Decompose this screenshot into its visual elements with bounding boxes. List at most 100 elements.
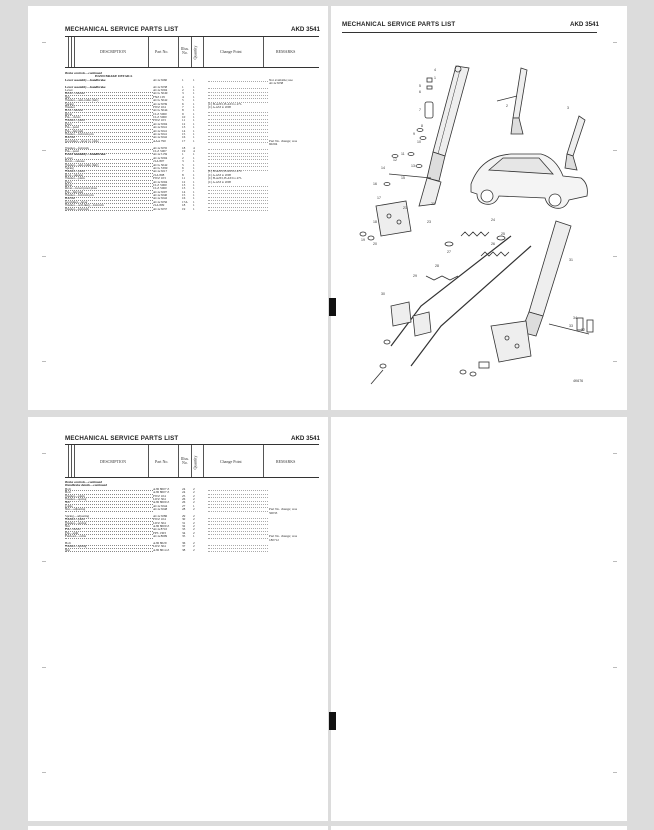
- cell-remarks: 50033: [269, 510, 278, 515]
- cell-desc: Washer—spring: [65, 544, 87, 549]
- cell-desc: Spring—adjusting: [65, 513, 90, 518]
- leader-dots: [65, 197, 153, 202]
- leader-dots: [208, 208, 268, 212]
- cell-illus: 8: [182, 108, 184, 113]
- col-divider: [68, 445, 69, 477]
- cell-desc: Rivet—bevel pawl plate: [65, 186, 98, 191]
- leader-dots: [208, 191, 268, 195]
- leader-dots: [65, 501, 153, 505]
- cell-illus: 15: [182, 132, 186, 137]
- callout-number: 10: [417, 140, 421, 144]
- col-divider: [263, 37, 264, 67]
- cell-qty: 2: [193, 496, 195, 501]
- cell-part: ACG 5042: [153, 98, 168, 103]
- cell-part: ACA 5004: [153, 87, 168, 92]
- cell-desc: Knob—release: [65, 91, 85, 96]
- cell-remarks: Not available; use: [269, 77, 293, 82]
- cell-qty: 1: [193, 196, 195, 201]
- leader-dots: [208, 99, 268, 103]
- leader-dots: [65, 495, 153, 499]
- cell-qty: 1: [193, 94, 195, 99]
- cell-change: (C) H-A2S3, H-AS3 to 475-: [208, 101, 243, 106]
- margin-tick: [42, 361, 46, 362]
- cell-qty: 1: [193, 179, 195, 184]
- callout-number: 7: [419, 108, 421, 112]
- cell-desc: Washer—fulcrum pin: [65, 132, 94, 137]
- leader-dots: [65, 119, 153, 124]
- col-header-illus: Illus. No.: [180, 46, 190, 55]
- col-divider: [71, 445, 72, 477]
- leader-dots: [208, 96, 268, 100]
- cell-part: ACG 5044: [153, 108, 168, 113]
- cell-desc: Pin—split: [65, 530, 79, 535]
- cell-desc: Knob—release: [65, 159, 85, 164]
- margin-tick: [613, 667, 617, 668]
- cell-illus: 7: [182, 104, 184, 109]
- callout-number: 25: [501, 232, 505, 236]
- cell-qty: 1: [193, 159, 195, 164]
- cell-illus: 29: [182, 513, 186, 518]
- cell-qty: 1: [193, 111, 195, 116]
- cell-desc: Washer—fulcrum: [65, 145, 89, 150]
- cell-desc: Nut: [65, 500, 70, 505]
- leader-dots: [65, 528, 153, 533]
- leader-dots: [208, 109, 268, 113]
- leader-dots: [65, 191, 153, 195]
- cell-illus: 31: [182, 520, 186, 525]
- leader-dots: [65, 177, 153, 181]
- cell-illus: 26: [182, 496, 186, 501]
- page-bottom-right: [331, 417, 627, 821]
- leader-dots: [208, 89, 268, 93]
- callout-number: 20: [373, 242, 377, 246]
- callout-number: 6: [419, 90, 421, 94]
- cell-part: ACA 5086: [153, 513, 168, 518]
- cell-part: AAA 790: [153, 138, 166, 143]
- leader-dots: [65, 194, 153, 198]
- callout-number: 21: [403, 206, 407, 210]
- callout-number: 32: [581, 328, 585, 332]
- cell-qty: 1: [193, 152, 195, 157]
- column-header-bottom-rule: [65, 477, 319, 478]
- margin-tick: [42, 150, 46, 151]
- margin-tick: [613, 42, 617, 43]
- cell-desc: Washer—self-lkng—fulcrum: [65, 203, 104, 208]
- col-header-qty: Quantity: [192, 455, 198, 470]
- cell-desc: Washer—spring: [65, 496, 87, 501]
- col-header-part: Part No.: [155, 459, 169, 464]
- col-divider: [74, 445, 75, 477]
- cell-qty: 1: [193, 128, 195, 133]
- margin-tick: [613, 150, 617, 151]
- leader-dots: [65, 488, 153, 492]
- leader-dots: [65, 140, 153, 144]
- cell-part: PWZ 104: [153, 104, 166, 109]
- cell-change: (C) A-AS3 to 2008: [208, 179, 231, 184]
- cell-part: ACG 5399: [153, 165, 168, 170]
- cell-qty: 1: [193, 84, 195, 89]
- page-top-right: MECHANICAL SERVICE PARTS LIST AKD 3541: [331, 6, 627, 410]
- cell-part: CLZ 5060: [153, 182, 167, 187]
- cell-part: ACA 5044: [153, 503, 168, 508]
- col-header-description: DESCRIPTION: [100, 49, 127, 54]
- leader-dots: [208, 518, 268, 522]
- header-rule: [65, 444, 319, 445]
- cell-part: CLZ 5007: [153, 148, 167, 153]
- cell-desc: Washer—plain: [65, 169, 85, 174]
- callout-number: 17: [377, 196, 381, 200]
- callout-number: 4: [434, 68, 436, 72]
- cell-desc: Bolt: [65, 541, 71, 546]
- cell-part: ACA 5042: [153, 196, 168, 201]
- leader-dots: [65, 89, 153, 93]
- margin-tick: [613, 256, 617, 257]
- leader-dots: [208, 495, 268, 499]
- leader-dots: [208, 545, 268, 550]
